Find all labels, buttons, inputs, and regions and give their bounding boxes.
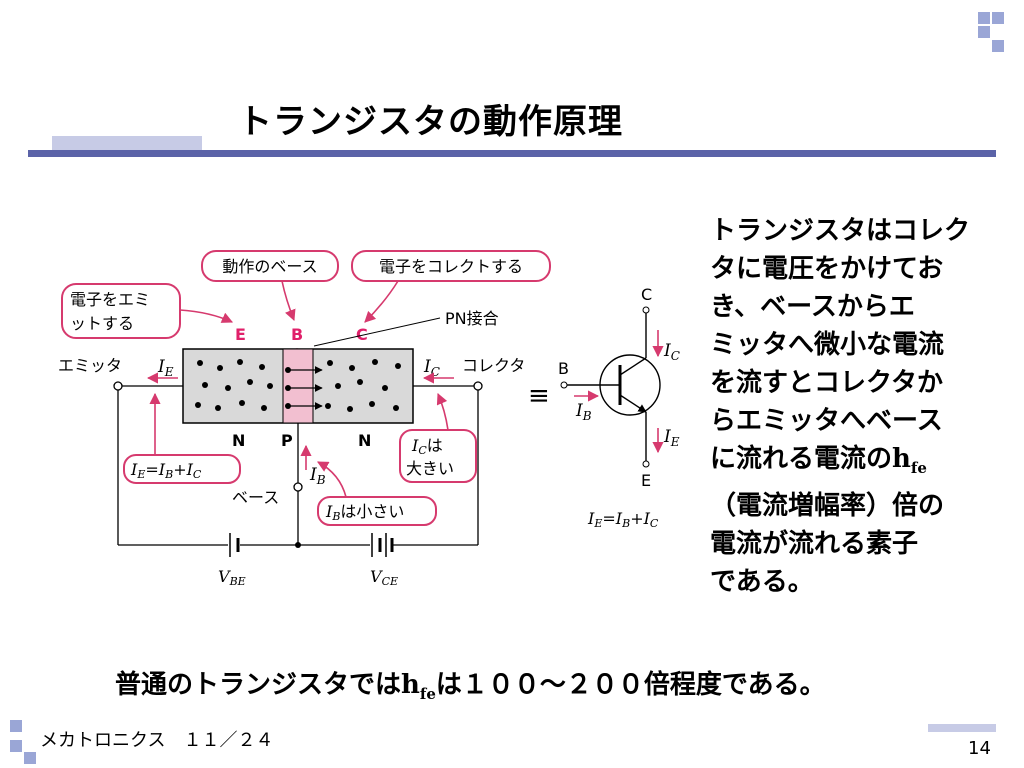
callout-emit — [61, 283, 181, 339]
title-underline-light — [52, 136, 202, 150]
label-emitter: エミッタ — [58, 356, 122, 375]
pn-pointer — [313, 317, 441, 347]
footer-square — [24, 752, 36, 764]
hfe-symbol: hfe — [401, 670, 436, 704]
electrons — [195, 359, 401, 412]
electron-flow-arrows — [290, 366, 323, 410]
label-c: C — [356, 325, 368, 344]
box-ic-large-text-1: ICは — [411, 436, 443, 457]
corner-square — [992, 40, 1004, 52]
pointer-ib — [317, 461, 347, 498]
label-vce: VCE — [370, 567, 398, 588]
symbol-label-ic: IC — [663, 341, 680, 363]
pointer-ic — [436, 392, 449, 431]
symbol-label-ib: IB — [575, 401, 592, 423]
battery-vce — [371, 533, 394, 557]
description-text: トランジスタはコレク タに電圧をかけてお き、ベースからエ ミッタへ微小な電流 … — [710, 212, 1000, 601]
footer-accent-bar — [928, 724, 996, 732]
label-ic: IC — [423, 357, 440, 379]
description-line: （電流増幅率）倍の — [710, 491, 945, 522]
label-e: E — [235, 325, 246, 344]
corner-square — [992, 12, 1004, 24]
description-line: である。 — [710, 567, 814, 598]
transistor-symbol — [566, 312, 661, 462]
symbol-equation: IE=IB+IC — [587, 509, 659, 530]
symbol-label-ie: IE — [663, 427, 680, 449]
base-terminal — [293, 482, 303, 492]
collector-terminal — [473, 381, 483, 391]
callout-emit-text-1: 電子をエミ — [70, 290, 150, 309]
page-number: 14 — [968, 738, 991, 759]
description-line: き、ベースからエ — [710, 292, 915, 322]
description-line-text: に流れる電流の — [710, 444, 893, 474]
symbol-label-c: C — [641, 285, 652, 304]
region-n-emitter: N — [232, 431, 245, 450]
box-ie-equation-text: IE=IB+IC — [130, 460, 202, 481]
footer-course: メカトロニクス １１／２４ — [40, 730, 274, 751]
box-ib-small — [317, 496, 437, 526]
box-ic-large — [399, 429, 477, 483]
description-line: らエミッタへベース — [710, 406, 943, 436]
battery-vbe — [229, 533, 240, 557]
transistor-diagram: 動作のベース 電子をコレクトする 電子をエミ ットする E B C PN接合 N… — [58, 250, 680, 588]
region-p-base: P — [281, 431, 293, 450]
symbol-label-b: B — [558, 359, 569, 378]
description-line: タに電圧をかけてお — [710, 254, 944, 284]
summary-sentence: 普通のトランジスタではhfeは１００～２００倍程度である。 — [115, 670, 826, 704]
callout-base-action-text: 動作のベース — [222, 257, 317, 276]
callout-emit-text-2: ットする — [70, 314, 134, 333]
corner-square — [978, 12, 990, 24]
label-b: B — [291, 325, 303, 344]
footer-square — [10, 740, 22, 752]
footer-square — [10, 720, 22, 732]
corner-square — [978, 26, 990, 38]
symbol-terminal-b — [560, 381, 568, 389]
description-line: に流れる電流のhfe — [710, 440, 1000, 487]
symbol-label-e: E — [641, 471, 651, 490]
label-vbe: VBE — [218, 567, 246, 588]
hfe-symbol: hfe — [892, 444, 927, 478]
region-n-collector: N — [358, 431, 371, 450]
label-ie: IE — [157, 357, 174, 379]
description-line: トランジスタはコレク — [710, 216, 971, 246]
label-base: ベース — [232, 488, 279, 507]
pointer-collect — [364, 280, 399, 323]
box-ic-large-text-2: 大きい — [406, 459, 454, 478]
description-line: ミッタへ微小な電流 — [710, 330, 945, 360]
callout-base-action — [201, 250, 339, 282]
box-ie-equation — [123, 454, 241, 484]
callout-collect — [351, 250, 551, 282]
label-collector: コレクタ — [462, 356, 525, 375]
circuit-wires — [117, 385, 479, 546]
description-line: 電流が流れる素子 — [710, 529, 919, 560]
wire-junction — [295, 542, 301, 548]
emitter-terminal — [113, 381, 123, 391]
description-line: を流すとコレクタか — [710, 368, 943, 398]
title-underline — [28, 150, 996, 157]
label-ib: IB — [309, 465, 326, 487]
pointer-emit — [179, 309, 234, 323]
pointer-base — [281, 280, 296, 322]
equivalence-sign: ≡ — [528, 381, 550, 411]
label-pn-junction: PN接合 — [445, 309, 499, 328]
symbol-terminal-e — [642, 460, 650, 468]
slide-title: トランジスタの動作原理 — [238, 102, 623, 142]
callout-collect-text: 電子をコレクトする — [379, 257, 523, 276]
symbol-terminal-c — [642, 306, 650, 314]
box-ib-small-text: IBは小さい — [325, 502, 404, 523]
